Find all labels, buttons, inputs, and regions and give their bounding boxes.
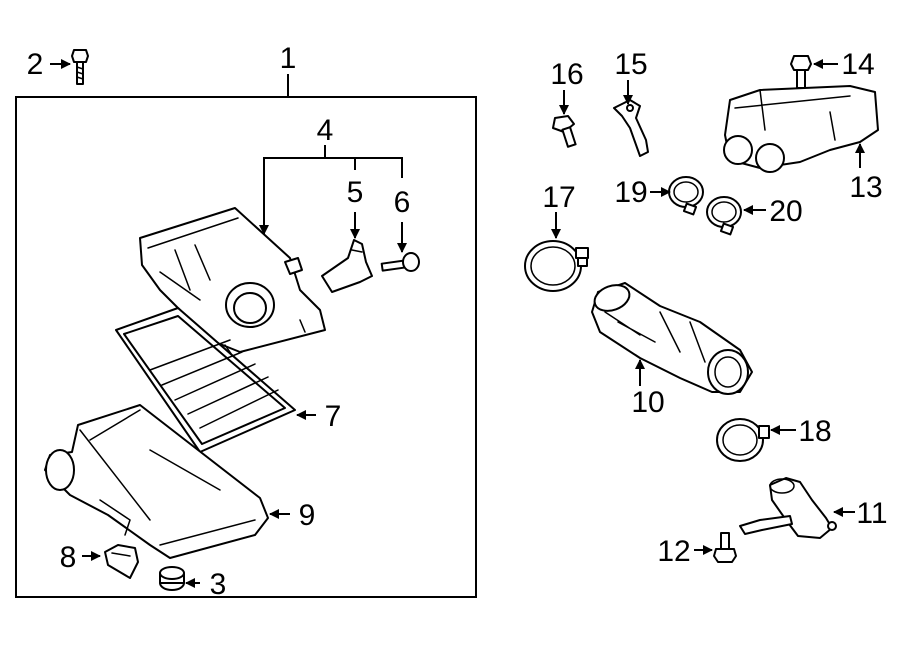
callout-9: 9	[299, 499, 316, 532]
part-3-grommet[interactable]	[159, 566, 185, 591]
callout-14: 14	[841, 48, 874, 81]
part-19-clamp[interactable]	[668, 176, 704, 216]
callout-20: 20	[769, 195, 802, 228]
part-12-bolt[interactable]	[713, 532, 737, 563]
callout-16: 16	[550, 58, 583, 91]
callout-5: 5	[347, 176, 364, 209]
callout-13: 13	[849, 171, 882, 204]
callout-12: 12	[657, 535, 690, 568]
callout-11: 11	[856, 497, 887, 530]
callout-4: 4	[317, 114, 334, 147]
leaders	[50, 59, 865, 588]
part-17-clamp[interactable]	[524, 240, 589, 292]
callout-18: 18	[798, 415, 831, 448]
part-15-bracket[interactable]	[613, 99, 649, 157]
part-10-intake-hose[interactable]	[591, 281, 753, 395]
part-7-filter[interactable]	[115, 307, 296, 453]
part-8-bracket[interactable]	[104, 544, 139, 579]
callout-15: 15	[614, 48, 647, 81]
part-11-inlet-duct[interactable]	[739, 477, 837, 539]
part-20-clamp[interactable]	[706, 196, 742, 236]
callout-6: 6	[394, 186, 411, 219]
callout-labels: 1 2 3 4 5 6 7 8 9 10 11 12 13 14 15 16 1…	[27, 42, 888, 601]
part-5-maf-sensor[interactable]	[321, 239, 373, 293]
part-16-bolt[interactable]	[552, 115, 577, 148]
callout-2: 2	[27, 48, 44, 81]
callout-7: 7	[325, 400, 342, 433]
part-18-clamp[interactable]	[716, 418, 770, 462]
callout-10: 10	[631, 386, 664, 419]
callout-8: 8	[60, 541, 77, 574]
callout-17: 17	[542, 181, 575, 214]
callout-3: 3	[210, 568, 227, 601]
part-9-lower-case[interactable]	[44, 404, 269, 559]
assembly-frame	[15, 96, 477, 598]
part-2-bolt[interactable]	[71, 49, 89, 85]
part-14-bolt[interactable]	[790, 55, 812, 89]
callout-19: 19	[614, 176, 647, 209]
part-6-screw[interactable]	[380, 252, 420, 272]
callout-1: 1	[280, 42, 297, 75]
part-13-resonator[interactable]	[723, 85, 879, 173]
